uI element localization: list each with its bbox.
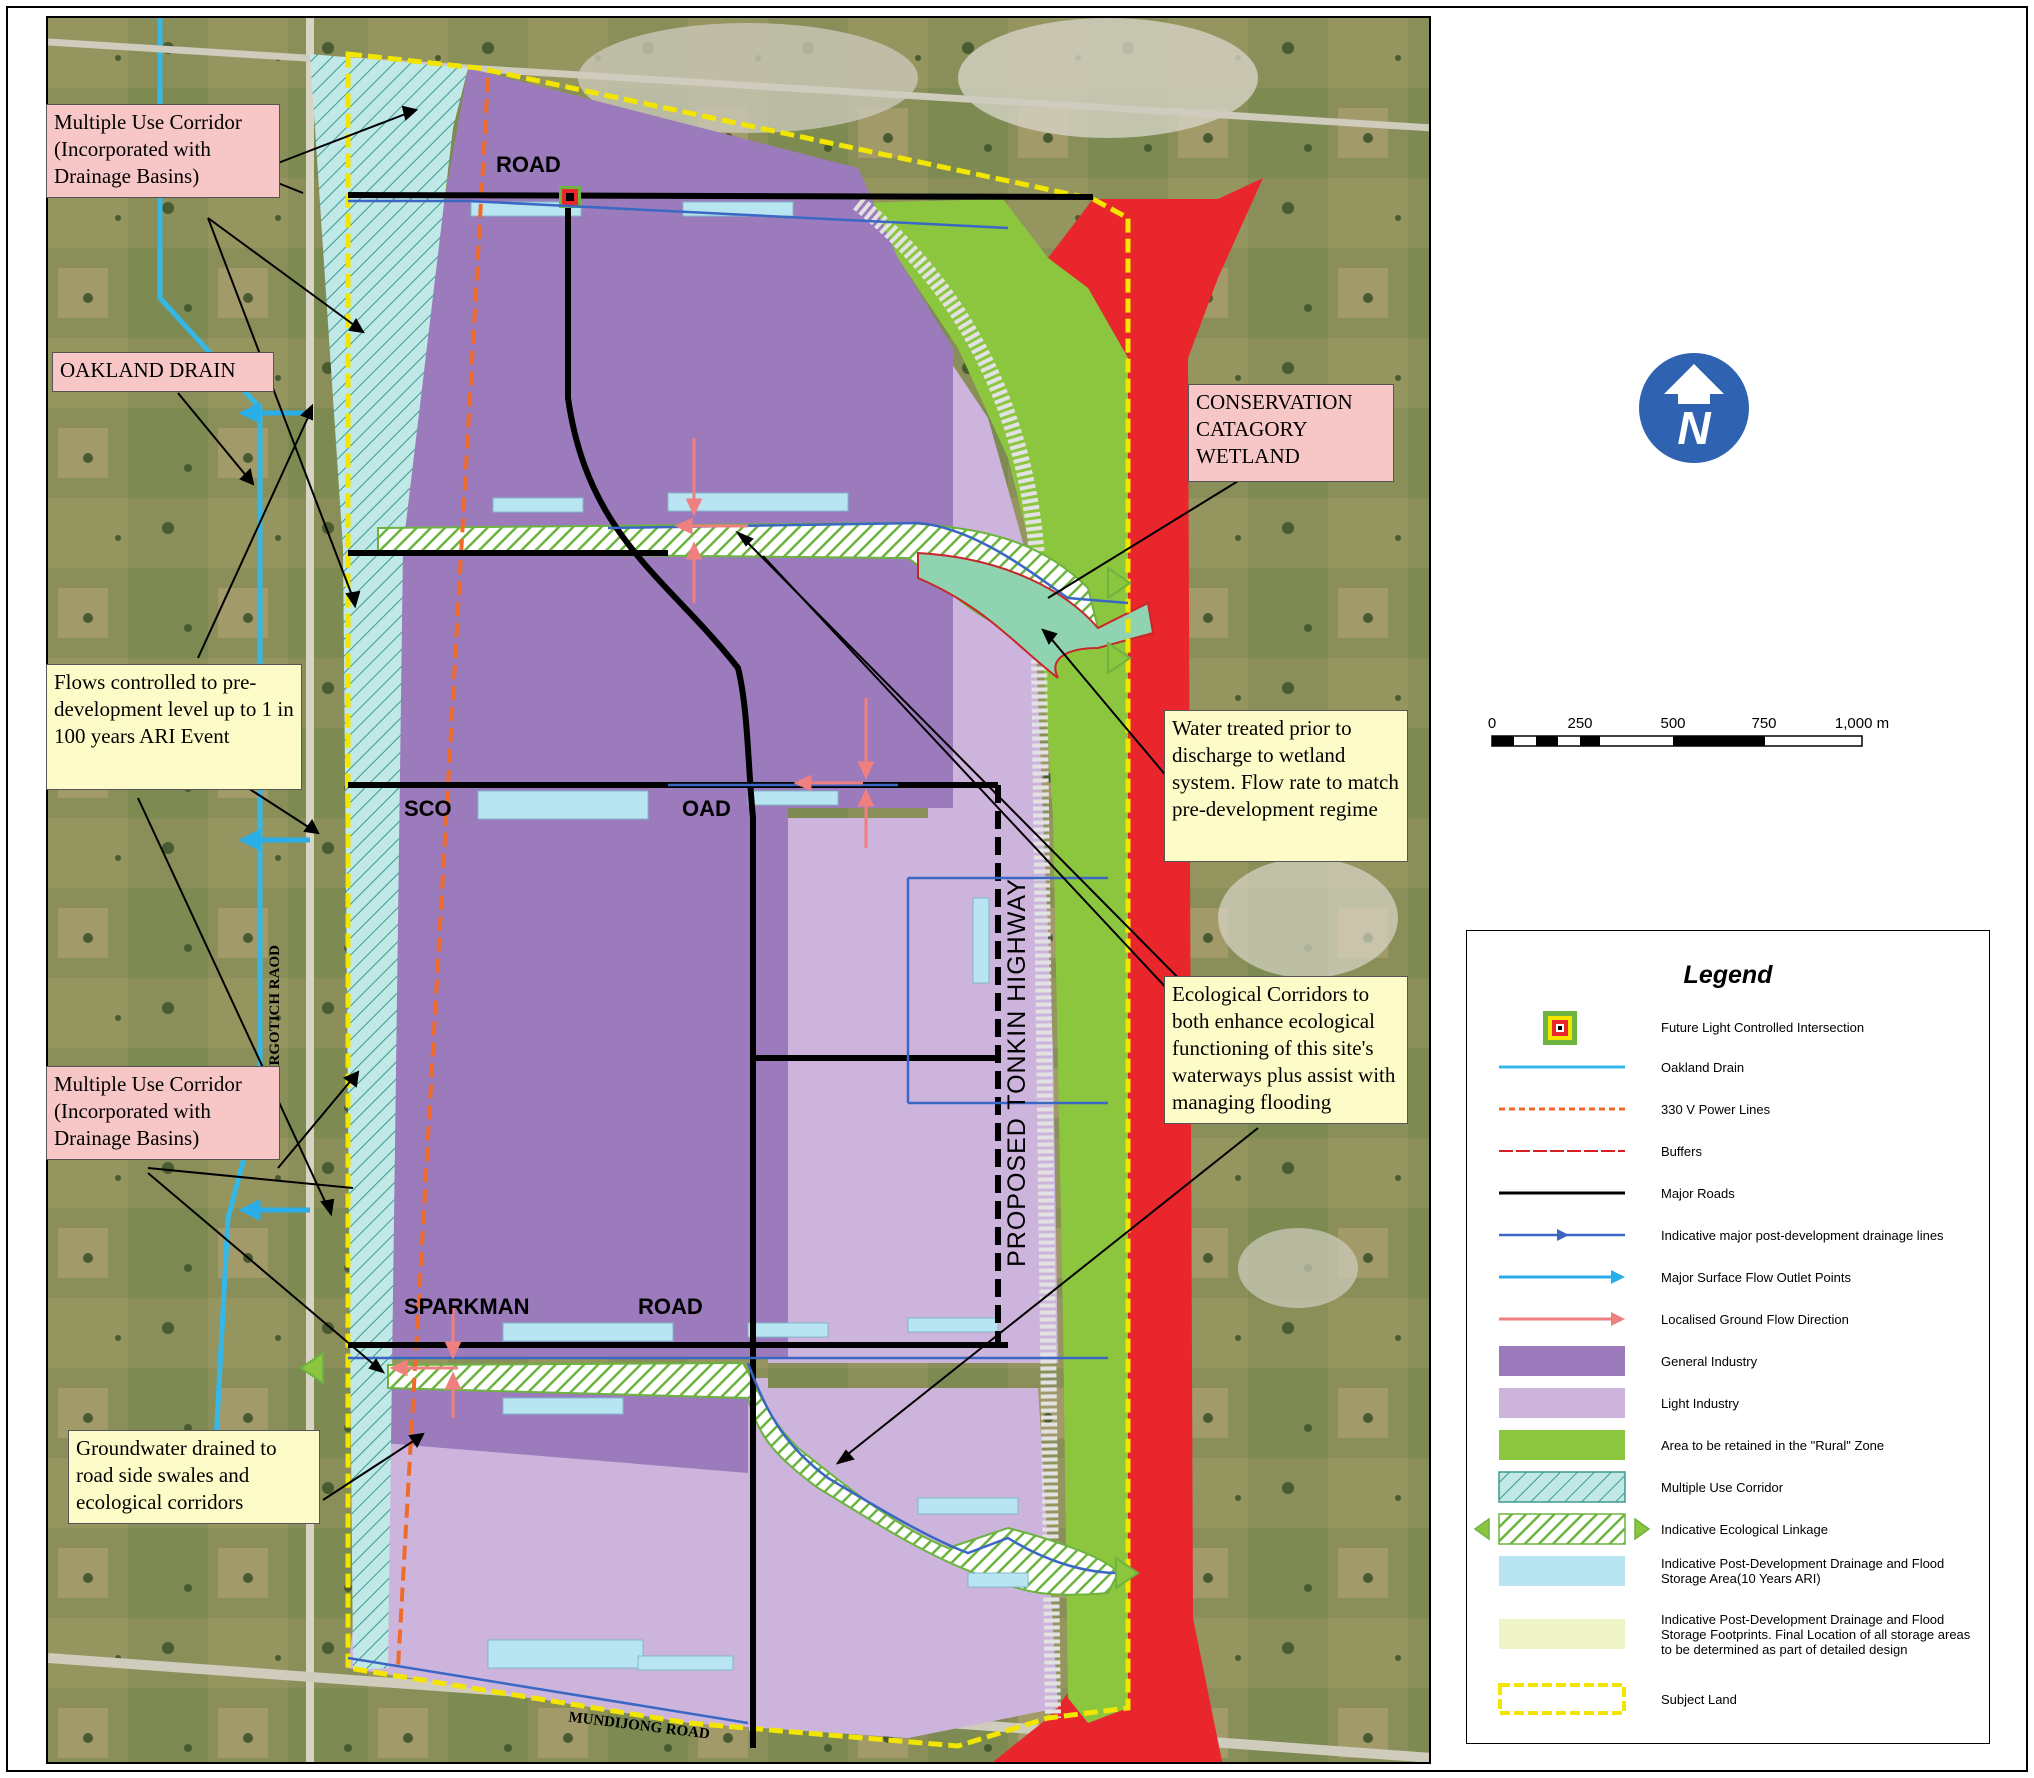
legend-label: General Industry	[1661, 1353, 1758, 1369]
label-sparkman-road: SPARKMAN	[404, 1294, 530, 1319]
label-road-top: ROAD	[496, 152, 561, 177]
legend-label: Indicative major post-development draina…	[1661, 1227, 1944, 1243]
north-arrow-icon: N	[1639, 353, 1749, 463]
map-panel[interactable]: ROAD SCO OAD SPARKMAN ROAD KARGOTICH RAO…	[46, 16, 1431, 1764]
legend-panel: Legend Future Light Controlled Intersect…	[1466, 930, 1990, 1744]
legend-item-multiple-use-corridor: Multiple Use Corridor	[1467, 1467, 1989, 1507]
scale-tick-250: 250	[1567, 715, 1592, 732]
callout-leaders	[137, 105, 1259, 1501]
legend-label: Oakland Drain	[1661, 1059, 1745, 1075]
legend-label: Indicative Post-Development Drainage and…	[1661, 1611, 1971, 1657]
conservation-wetland	[917, 551, 1155, 679]
legend-item-general-industry: General Industry	[1467, 1341, 1989, 1381]
legend-label: Light Industry	[1661, 1395, 1740, 1411]
legend-item-storage-footprints: Indicative Post-Development Drainage and…	[1467, 1601, 1989, 1667]
legend-item-light-industry: Light Industry	[1467, 1383, 1989, 1423]
legend-label: Multiple Use Corridor	[1661, 1479, 1784, 1495]
callout-ecological-corridors: Ecological Corridors to both enhance eco…	[1164, 976, 1408, 1124]
callout-water-treated: Water treated prior to discharge to wetl…	[1164, 710, 1408, 862]
north-letter: N	[1677, 402, 1711, 454]
ground-flow-arrows	[389, 438, 875, 1418]
scale-tick-750: 750	[1751, 715, 1776, 732]
subject-land-boundary	[345, 51, 1131, 1749]
callout-wetland: CONSERVATION CATAGORY WETLAND	[1188, 384, 1394, 482]
legend-item-major-roads: Major Roads	[1467, 1173, 1989, 1213]
legend-label: Future Light Controlled Intersection	[1661, 1019, 1865, 1035]
legend-item-intersection: Future Light Controlled Intersection	[1467, 1007, 1989, 1047]
drainage-lines	[347, 199, 1129, 1725]
scale-tick-500: 500	[1660, 715, 1685, 732]
scale-tick-1000: 1,000 m	[1835, 715, 1889, 732]
label-tonkin-highway: PROPOSED TONKIN HIGHWAY	[1002, 878, 1031, 1267]
legend-item-oakland-drain: Oakland Drain	[1467, 1047, 1989, 1087]
scale-tick-0: 0	[1488, 715, 1496, 732]
label-scott-road-left: SCO	[404, 796, 452, 821]
legend-item-storage-area: Indicative Post-Development Drainage and…	[1467, 1551, 1989, 1591]
power-line	[396, 77, 490, 1669]
callout-flows-controlled: Flows controlled to pre-development leve…	[46, 664, 302, 790]
outlet-points	[238, 401, 310, 1222]
general-industry-south	[383, 1378, 748, 1473]
callout-multiple-use-corridor-top: Multiple Use Corridor (Incorporated with…	[46, 104, 280, 198]
legend-item-ground-flow: Localised Ground Flow Direction	[1467, 1299, 1989, 1339]
legend-label: Major Surface Flow Outlet Points	[1661, 1269, 1852, 1285]
legend-label: Indicative Post-Development Drainage and…	[1661, 1556, 1945, 1586]
label-sparkman-road-right: ROAD	[638, 1294, 703, 1319]
legend-item-buffers: Buffers	[1467, 1131, 1989, 1171]
eco-linkage-markers	[299, 566, 1140, 1590]
callout-oakland-drain: OAKLAND DRAIN	[52, 352, 274, 392]
legend-label: Localised Ground Flow Direction	[1661, 1311, 1849, 1327]
callout-multiple-use-corridor-bottom: Multiple Use Corridor (Incorporated with…	[46, 1066, 280, 1160]
legend-item-outlet-points: Major Surface Flow Outlet Points	[1467, 1257, 1989, 1297]
legend-label: Indicative Ecological Linkage	[1661, 1521, 1828, 1537]
label-scott-road-right: OAD	[682, 796, 731, 821]
callout-groundwater: Groundwater drained to road side swales …	[68, 1430, 320, 1524]
scale-bar: 0 250 500 750 1,000 m	[1488, 715, 1889, 747]
flood-storage-basins	[470, 201, 1029, 1671]
legend-item-drainage-lines: Indicative major post-development draina…	[1467, 1215, 1989, 1255]
legend-item-rural-zone: Area to be retained in the "Rural" Zone	[1467, 1425, 1989, 1465]
intersection-marker	[559, 186, 581, 208]
general-industry-north	[388, 68, 953, 1358]
legend-title: Legend	[1683, 961, 1773, 989]
legend-label: Subject Land	[1661, 1691, 1737, 1707]
legend-label: Major Roads	[1661, 1185, 1735, 1201]
legend-item-power-lines: 330 V Power Lines	[1467, 1089, 1989, 1129]
eco-linkage-icon	[1473, 1513, 1651, 1545]
intersection-icon	[1543, 1011, 1577, 1045]
legend-item-eco-linkage: Indicative Ecological Linkage	[1467, 1509, 1989, 1549]
page-frame	[6, 6, 2028, 1772]
legend-label: 330 V Power Lines	[1661, 1101, 1771, 1117]
legend-item-subject-land: Subject Land	[1467, 1679, 1989, 1719]
legend-label: Area to be retained in the "Rural" Zone	[1661, 1437, 1885, 1453]
site-plan-map	[48, 18, 1429, 1762]
legend-label: Buffers	[1661, 1143, 1702, 1159]
